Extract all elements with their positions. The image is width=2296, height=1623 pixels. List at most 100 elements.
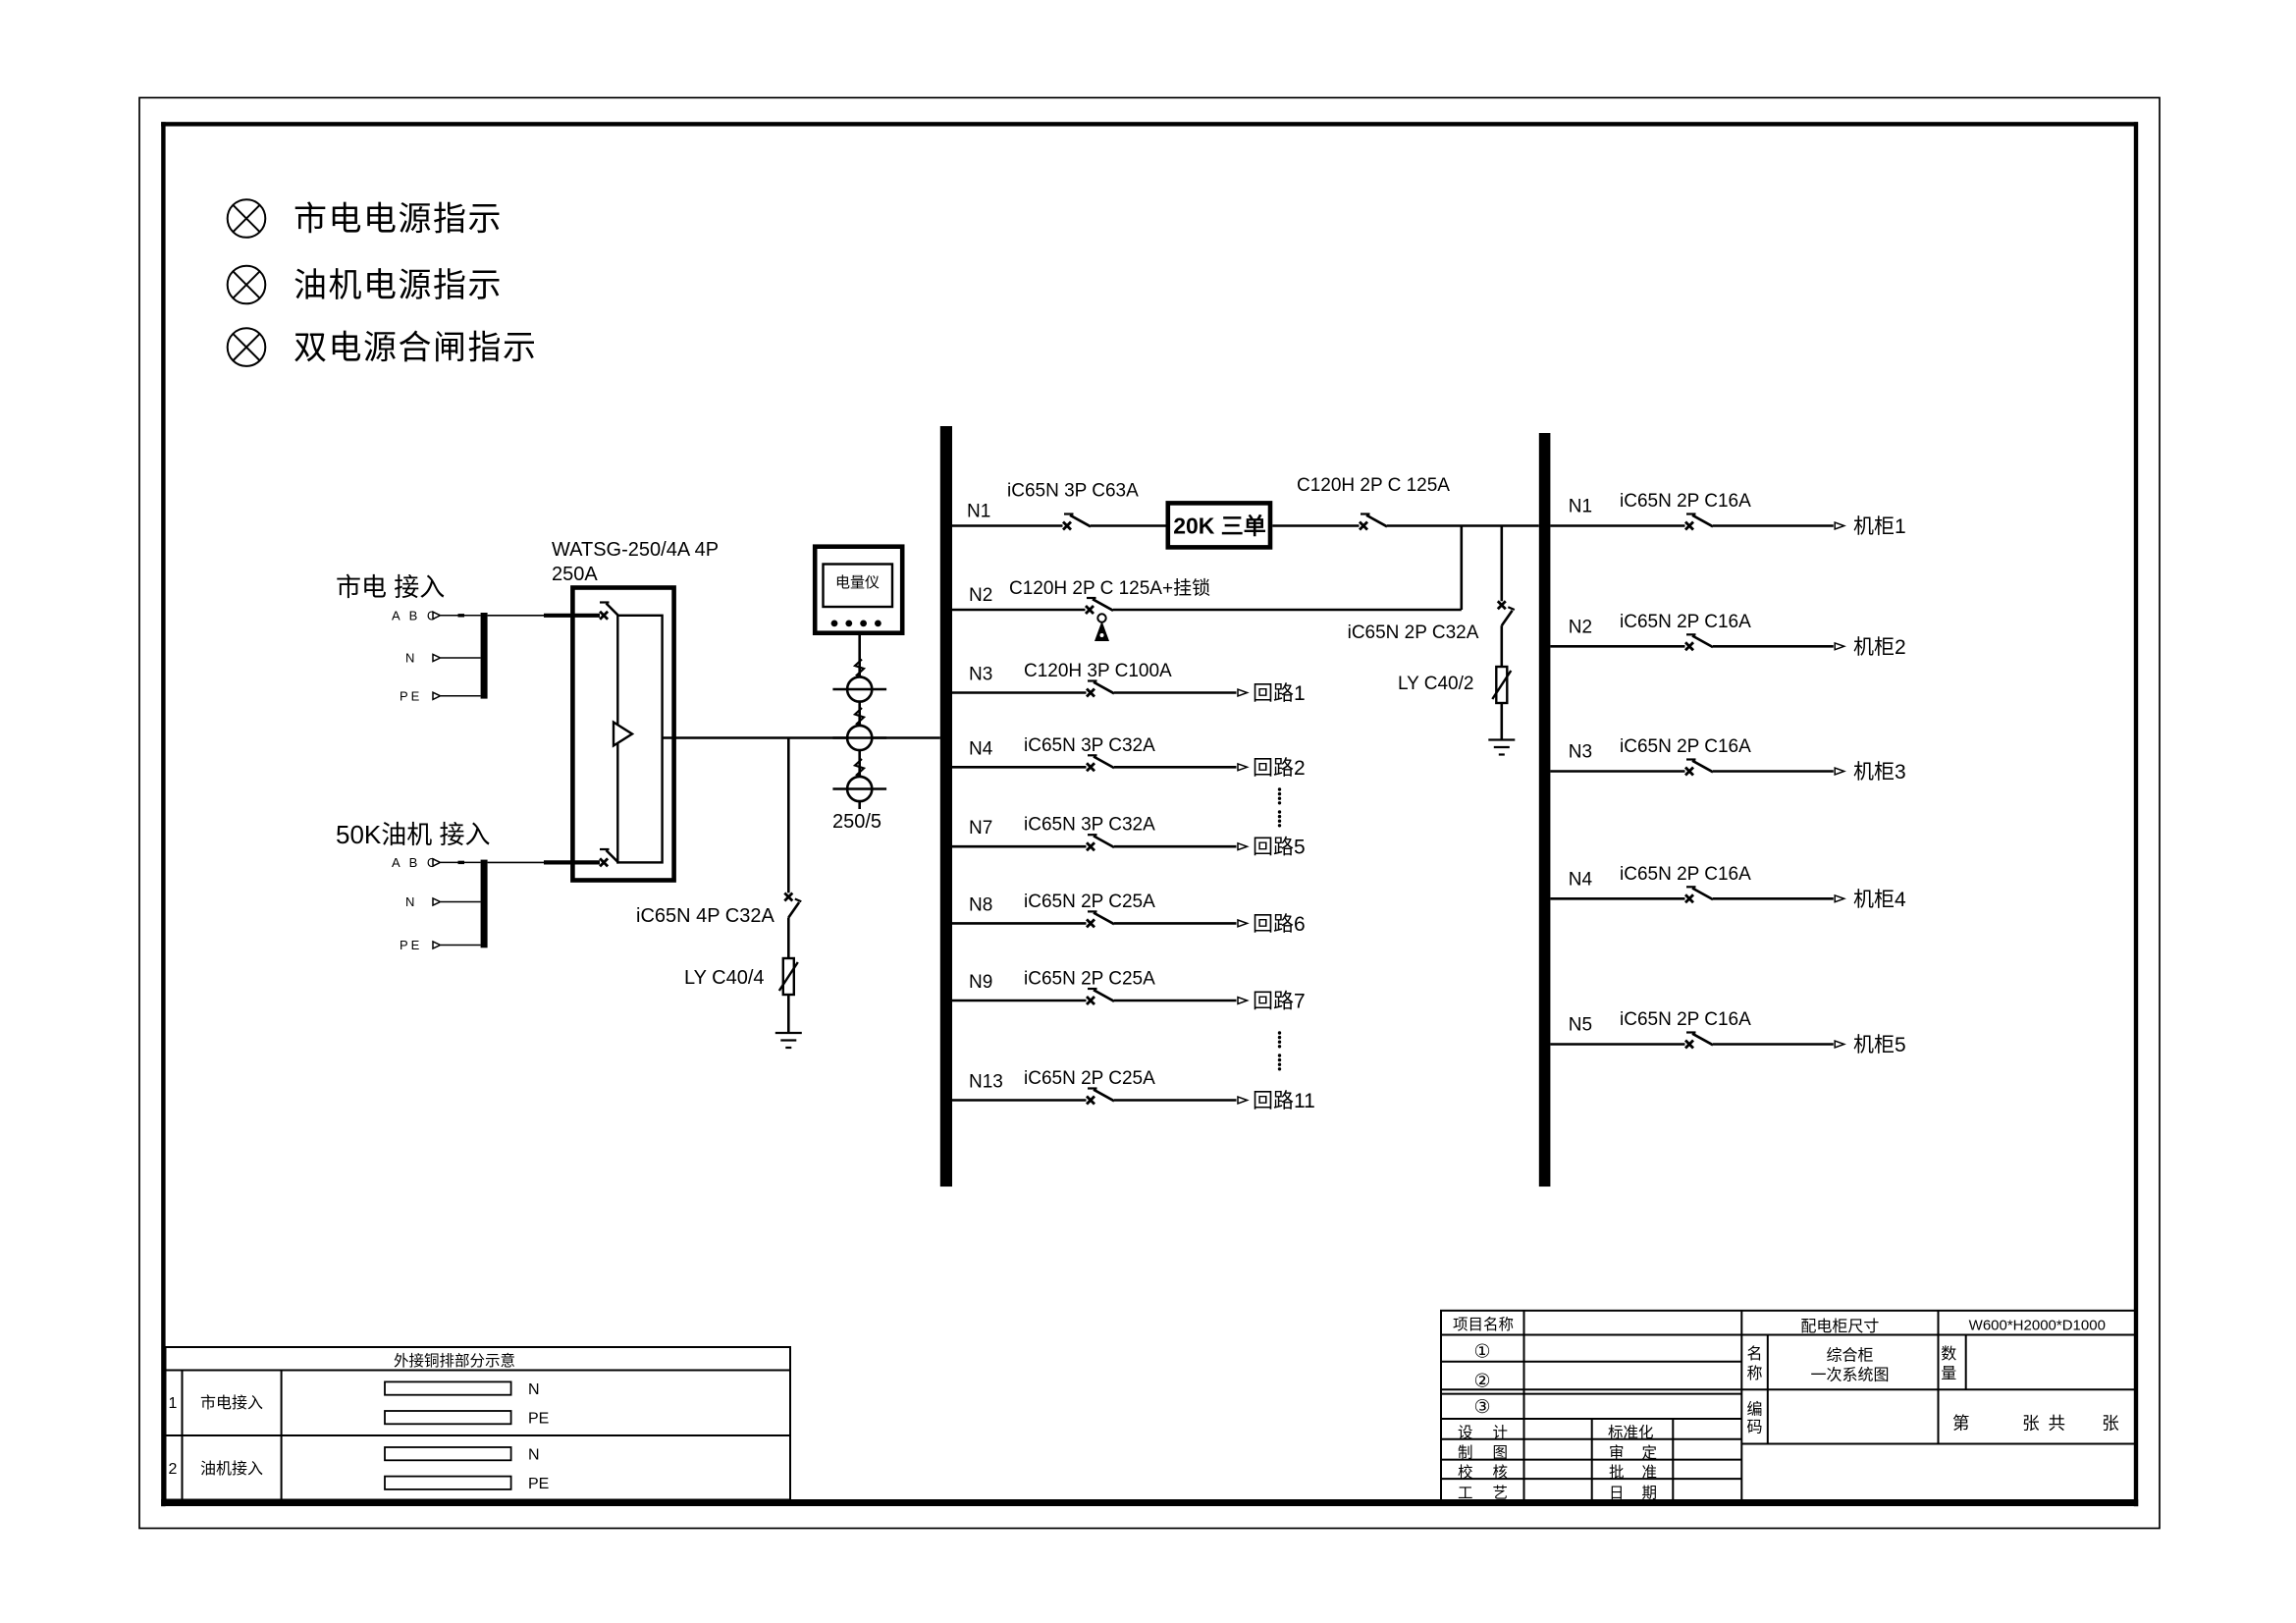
svg-text:①: ① [1473, 1341, 1490, 1362]
svg-text:张: 张 [2102, 1413, 2119, 1433]
svg-text:计: 计 [1493, 1424, 1509, 1441]
svg-text:配电柜尺寸: 配电柜尺寸 [1800, 1318, 1879, 1335]
svg-text:综合柜: 综合柜 [1826, 1347, 1873, 1365]
svg-text:W600*H2000*D1000: W600*H2000*D1000 [1969, 1318, 2106, 1334]
svg-text:市电 接入: 市电 接入 [336, 572, 445, 602]
svg-text:C120H 3P C100A: C120H 3P C100A [1024, 661, 1172, 681]
svg-text:C120H 2P C 125A: C120H 2P C 125A [1297, 475, 1450, 496]
svg-text:量: 量 [1941, 1366, 1956, 1382]
svg-text:A B C: A B C [392, 855, 439, 870]
svg-text:N2: N2 [1569, 617, 1592, 637]
svg-text:N3: N3 [1569, 742, 1592, 763]
svg-text:机柜1: 机柜1 [1853, 515, 1906, 538]
svg-text:2: 2 [169, 1461, 178, 1478]
svg-text:N13: N13 [969, 1072, 1003, 1093]
svg-text:双电源合闸指示: 双电源合闸指示 [294, 330, 538, 367]
svg-text:N8: N8 [969, 894, 992, 915]
svg-text:一次系统图: 一次系统图 [1810, 1367, 1889, 1384]
svg-text:期: 期 [1642, 1485, 1658, 1502]
svg-text:市电电源指示: 市电电源指示 [294, 201, 503, 239]
svg-text:审: 审 [1609, 1444, 1625, 1462]
svg-text:回路7: 回路7 [1253, 991, 1306, 1013]
svg-text:iC65N 2P C16A: iC65N 2P C16A [1620, 864, 1751, 885]
svg-text:③: ③ [1473, 1397, 1490, 1418]
svg-text:制: 制 [1458, 1444, 1473, 1462]
svg-text:校: 校 [1458, 1464, 1473, 1482]
svg-text:iC65N 2P C16A: iC65N 2P C16A [1620, 612, 1751, 632]
svg-text:N: N [405, 651, 417, 666]
svg-text:LY C40/2: LY C40/2 [1398, 674, 1473, 694]
svg-text:1: 1 [169, 1395, 178, 1412]
svg-text:回路2: 回路2 [1253, 757, 1306, 780]
svg-text:N: N [528, 1447, 540, 1464]
svg-text:称: 称 [1746, 1365, 1762, 1382]
svg-text:iC65N 3P C32A: iC65N 3P C32A [1024, 735, 1155, 756]
svg-text:iC65N 2P C16A: iC65N 2P C16A [1620, 736, 1751, 757]
svg-text:PE: PE [528, 1476, 549, 1492]
svg-text:回路11: 回路11 [1253, 1090, 1315, 1112]
svg-text:N3: N3 [969, 665, 992, 685]
svg-text:N9: N9 [969, 972, 992, 993]
svg-text:电量仪: 电量仪 [835, 574, 880, 591]
svg-text:250/5: 250/5 [832, 811, 881, 833]
svg-text:外接铜排部分示意: 外接铜排部分示意 [394, 1351, 515, 1370]
svg-text:回路6: 回路6 [1253, 913, 1306, 936]
svg-text:名: 名 [1746, 1345, 1762, 1363]
svg-text:②: ② [1473, 1371, 1490, 1391]
svg-text:回路5: 回路5 [1253, 837, 1306, 859]
svg-text:张: 张 [2022, 1413, 2040, 1433]
svg-text:数: 数 [1941, 1345, 1956, 1363]
svg-text:设: 设 [1458, 1424, 1473, 1441]
svg-text:50K油机 接入: 50K油机 接入 [336, 820, 491, 849]
svg-text:项目名称: 项目名称 [1453, 1316, 1514, 1333]
svg-text:250A: 250A [552, 564, 598, 585]
svg-text:市电接入: 市电接入 [200, 1394, 263, 1412]
svg-text:N1: N1 [967, 502, 990, 522]
svg-text:共: 共 [2049, 1413, 2066, 1433]
svg-text:PE: PE [400, 938, 422, 952]
svg-text:N7: N7 [969, 818, 992, 839]
svg-text:WATSG-250/4A 4P: WATSG-250/4A 4P [552, 539, 719, 561]
svg-text:A B C: A B C [392, 608, 439, 622]
svg-text:PE: PE [528, 1411, 549, 1428]
svg-text:iC65N 2P C25A: iC65N 2P C25A [1024, 969, 1155, 990]
svg-text:核: 核 [1493, 1464, 1509, 1482]
svg-text:LY C40/4: LY C40/4 [684, 967, 765, 989]
svg-text:机柜3: 机柜3 [1853, 761, 1906, 784]
svg-text:iC65N 2P C25A: iC65N 2P C25A [1024, 892, 1155, 912]
svg-text:图: 图 [1493, 1445, 1509, 1462]
svg-text:准: 准 [1642, 1464, 1658, 1482]
svg-text:N: N [405, 894, 417, 909]
svg-text:第: 第 [1952, 1413, 1970, 1433]
svg-text:iC65N 2P C25A: iC65N 2P C25A [1024, 1068, 1155, 1089]
svg-text:机柜2: 机柜2 [1853, 636, 1906, 659]
svg-text:日: 日 [1609, 1486, 1625, 1502]
svg-text:N5: N5 [1569, 1015, 1592, 1036]
svg-text:码: 码 [1746, 1419, 1762, 1436]
svg-text:N4: N4 [1569, 869, 1593, 890]
svg-text:标准化: 标准化 [1608, 1424, 1654, 1441]
svg-text:艺: 艺 [1493, 1485, 1509, 1502]
svg-text:机柜5: 机柜5 [1853, 1034, 1906, 1056]
svg-text:PE: PE [400, 688, 422, 703]
svg-text:iC65N 3P C63A: iC65N 3P C63A [1007, 481, 1139, 502]
svg-text:N1: N1 [1569, 497, 1592, 517]
svg-text:N4: N4 [969, 738, 993, 759]
svg-text:iC65N 2P C16A: iC65N 2P C16A [1620, 1009, 1751, 1030]
svg-text:油机接入: 油机接入 [200, 1460, 263, 1478]
svg-text:iC65N 3P C32A: iC65N 3P C32A [1024, 815, 1155, 836]
svg-text:iC65N 4P C32A: iC65N 4P C32A [636, 905, 774, 927]
svg-text:回路1: 回路1 [1253, 682, 1306, 705]
svg-text:iC65N 2P C16A: iC65N 2P C16A [1620, 491, 1751, 512]
svg-text:20K 三单: 20K 三单 [1173, 514, 1266, 539]
svg-text:C120H 2P C 125A+挂锁: C120H 2P C 125A+挂锁 [1009, 577, 1210, 599]
svg-text:工: 工 [1458, 1486, 1473, 1502]
svg-text:N: N [528, 1381, 540, 1398]
svg-text:定: 定 [1642, 1444, 1658, 1462]
svg-text:油机电源指示: 油机电源指示 [294, 267, 503, 304]
svg-text:机柜4: 机柜4 [1853, 889, 1906, 911]
svg-text:编: 编 [1746, 1401, 1762, 1419]
svg-text:iC65N 2P C32A: iC65N 2P C32A [1348, 622, 1479, 643]
svg-text:批: 批 [1609, 1464, 1625, 1482]
svg-text:N2: N2 [969, 585, 992, 606]
